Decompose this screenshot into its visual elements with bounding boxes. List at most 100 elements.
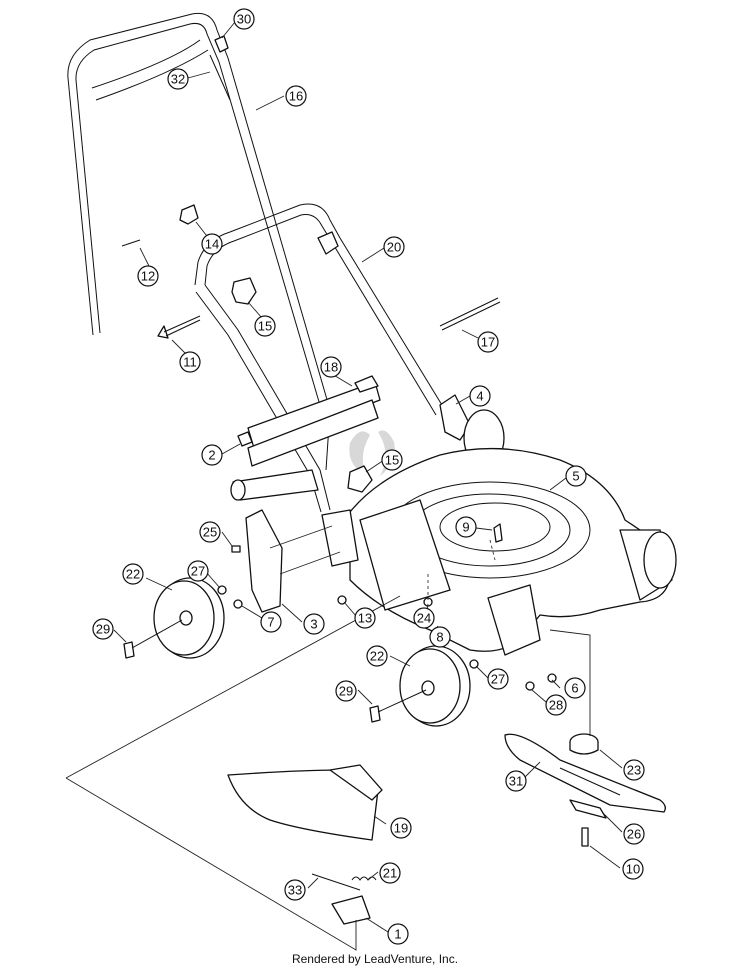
- callout-circle: [455, 516, 477, 538]
- callout-label: 22: [126, 567, 140, 582]
- callout-c9: 9: [455, 516, 477, 538]
- callout-c16: 16: [285, 85, 307, 107]
- bolt-11: [157, 315, 201, 339]
- callout-circle: [565, 465, 587, 487]
- callout-c29b: 29: [335, 680, 357, 702]
- callout-circle: [505, 770, 527, 792]
- callout-label: 16: [289, 89, 303, 104]
- callout-label: 13: [358, 611, 372, 626]
- handle-tube: [230, 469, 319, 501]
- callout-circle: [366, 645, 388, 667]
- callout-circle: [335, 680, 357, 702]
- callout-circle: [233, 8, 255, 30]
- callout-c3: 3: [303, 613, 325, 635]
- callout-circle: [623, 759, 645, 781]
- callout-label: 27: [191, 564, 205, 579]
- callout-circle: [320, 356, 342, 378]
- callout-c32: 32: [167, 68, 189, 90]
- callout-c15b: 15: [381, 449, 403, 471]
- blade-31: [504, 733, 666, 813]
- callout-circle: [122, 563, 144, 585]
- callout-c15a: 15: [254, 315, 276, 337]
- callout-c5: 5: [565, 465, 587, 487]
- callout-c18: 18: [320, 356, 342, 378]
- callout-c33: 33: [284, 879, 306, 901]
- callout-circle: [622, 858, 644, 880]
- callout-c21: 21: [379, 862, 401, 884]
- callout-c23: 23: [623, 759, 645, 781]
- callout-label: 19: [394, 821, 408, 836]
- washer-28: [525, 681, 535, 691]
- callout-circle: [167, 68, 189, 90]
- wheel-22-right: [399, 645, 471, 727]
- nut-6: [547, 673, 557, 683]
- callout-c14: 14: [201, 233, 223, 255]
- discharge-door-19: [227, 764, 383, 841]
- callout-c7: 7: [260, 611, 282, 633]
- callout-label: 15: [258, 319, 272, 334]
- callout-circle: [354, 607, 376, 629]
- callout-label: 32: [171, 72, 185, 87]
- blade-support-26: [569, 799, 607, 819]
- mower-deck: [349, 447, 677, 656]
- callout-c25: 25: [199, 521, 221, 543]
- callout-circle: [199, 521, 221, 543]
- height-bracket-3: [245, 509, 283, 613]
- callout-circle: [201, 444, 223, 466]
- callout-label: 3: [310, 617, 317, 632]
- callout-c13: 13: [354, 607, 376, 629]
- callout-label: 11: [183, 355, 197, 370]
- clip-2: [237, 431, 253, 447]
- callout-circle: [92, 618, 114, 640]
- upper-handle: [67, 12, 331, 471]
- cable-32: [209, 54, 231, 101]
- callout-label: 22: [370, 649, 384, 664]
- watermark-logo: [349, 430, 395, 476]
- callout-circle: [201, 233, 223, 255]
- callout-label: 12: [141, 269, 155, 284]
- knob-15-upper: [231, 277, 257, 305]
- hinge-bracket-1: [331, 895, 371, 925]
- callout-c8: 8: [429, 626, 451, 648]
- callout-c31: 31: [505, 770, 527, 792]
- callout-label: 29: [96, 622, 110, 637]
- callout-label: 9: [462, 520, 469, 535]
- blade-adapter-23: [569, 733, 599, 755]
- callout-c27b: 27: [487, 668, 509, 690]
- callout-circle: [284, 879, 306, 901]
- callout-circle: [260, 611, 282, 633]
- callout-circle: [387, 923, 409, 945]
- callout-c20: 20: [383, 236, 405, 258]
- lower-handle: [194, 203, 446, 513]
- callout-c1: 1: [387, 923, 409, 945]
- callout-circle: [254, 315, 276, 337]
- callout-label: 25: [203, 525, 217, 540]
- rod-17: [439, 297, 499, 327]
- callout-label: 7: [267, 615, 274, 630]
- callout-c4: 4: [469, 385, 491, 407]
- callout-circle: [469, 385, 491, 407]
- callout-c22b: 22: [366, 645, 388, 667]
- callout-circle: [379, 862, 401, 884]
- callout-c2: 2: [201, 444, 223, 466]
- callout-label: 33: [288, 883, 302, 898]
- callout-label: 18: [324, 360, 338, 375]
- callout-c6: 6: [564, 677, 586, 699]
- callout-circle: [137, 265, 159, 287]
- callout-circle: [381, 449, 403, 471]
- rod-17b: [441, 301, 501, 331]
- callout-circle: [487, 668, 509, 690]
- callout-label: 31: [509, 774, 523, 789]
- callout-circle: [545, 694, 567, 716]
- callout-c10: 10: [622, 858, 644, 880]
- blade-bolt-10: [581, 827, 589, 847]
- callout-label: 23: [627, 763, 641, 778]
- callout-label: 26: [627, 827, 641, 842]
- callout-label: 29: [339, 684, 353, 699]
- axle-bolt-29-right: [369, 689, 427, 723]
- callout-label: 5: [572, 469, 579, 484]
- spring-21: [351, 876, 377, 881]
- callout-circle: [564, 677, 586, 699]
- callout-circle: [413, 607, 435, 629]
